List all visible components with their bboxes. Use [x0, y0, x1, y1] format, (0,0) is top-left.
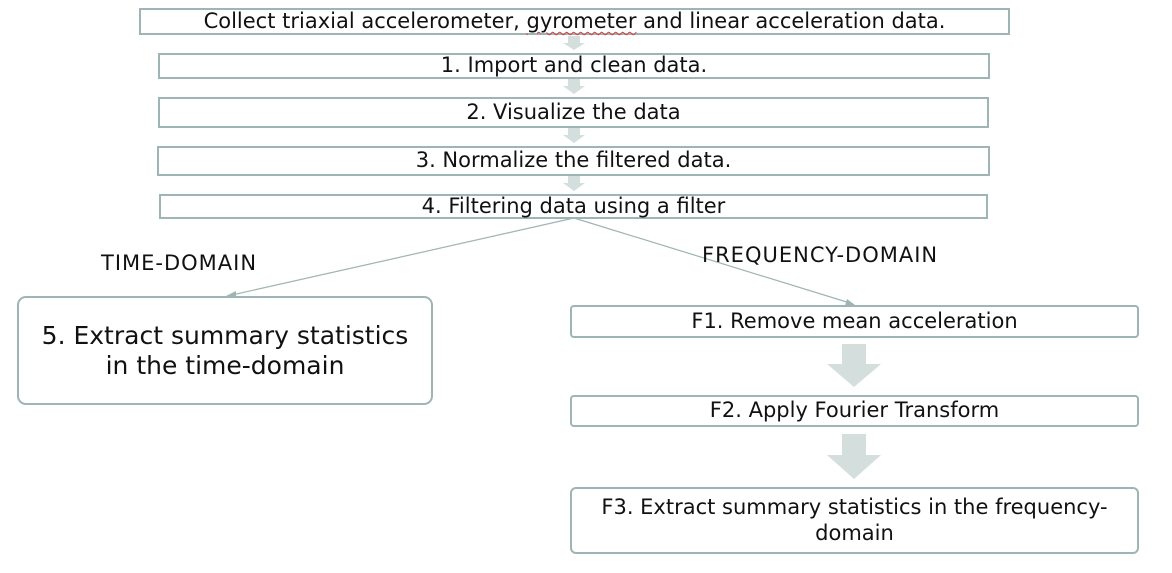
step-f2-box: F2. Apply Fourier Transform: [570, 395, 1139, 427]
step-f3-box: F3. Extract summary statistics in the fr…: [570, 487, 1139, 554]
step-collect-text: Collect triaxial accelerometer, gyromete…: [204, 9, 946, 34]
step-3-text: 3. Normalize the filtered data.: [415, 148, 732, 173]
down-arrow-2: [563, 79, 585, 94]
step-f2-text: F2. Apply Fourier Transform: [709, 398, 1000, 423]
down-arrow-1: [563, 36, 585, 50]
step-1-text: 1. Import and clean data.: [440, 53, 708, 78]
step-2-box: 2. Visualize the data: [158, 97, 989, 128]
step-collect-text-part-2: and linear acceleration data.: [636, 8, 946, 33]
connector-arrowhead-right: [845, 299, 855, 306]
down-arrow-4: [563, 176, 585, 191]
step-5-box: 5. Extract summary statistics in the tim…: [17, 296, 433, 405]
step-f3-text: F3. Extract summary statistics in the fr…: [601, 495, 1108, 545]
big-down-arrow-1: [827, 344, 881, 387]
time-domain-label: TIME-DOMAIN: [101, 251, 258, 275]
down-arrow-3: [563, 128, 585, 143]
big-down-arrow-2: [827, 434, 881, 479]
spellcheck-flagged-word: gyrometer: [526, 8, 637, 33]
step-collect-box: Collect triaxial accelerometer, gyromete…: [139, 8, 1010, 35]
step-collect-text-part-1: Collect triaxial accelerometer,: [203, 8, 527, 33]
step-4-box: 4. Filtering data using a filter: [159, 194, 988, 219]
step-4-text: 4. Filtering data using a filter: [421, 193, 726, 218]
step-f1-box: F1. Remove mean acceleration: [570, 305, 1139, 338]
connector-to-frequency-domain: [573, 217, 851, 304]
step-1-box: 1. Import and clean data.: [158, 53, 990, 79]
step-5-text: 5. Extract summary statistics in the tim…: [41, 320, 409, 380]
step-3-box: 3. Normalize the filtered data.: [157, 146, 990, 176]
step-f1-text: F1. Remove mean acceleration: [691, 308, 1018, 333]
step-2-text: 2. Visualize the data: [466, 99, 681, 124]
frequency-domain-label: FREQUENCY-DOMAIN: [702, 243, 939, 267]
connector-to-time-domain: [231, 217, 575, 296]
